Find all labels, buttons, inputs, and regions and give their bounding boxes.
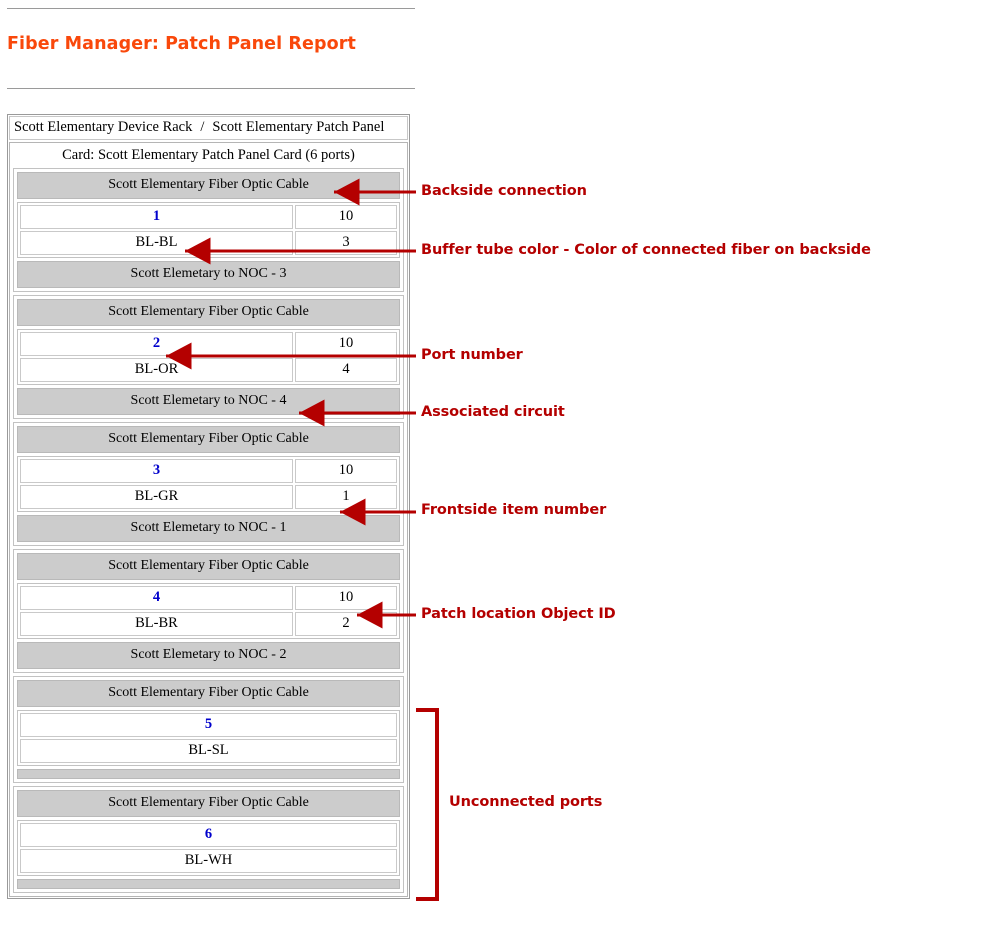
- port-number-value: 6: [204, 826, 213, 842]
- backside-cable-bar[interactable]: Scott Elementary Fiber Optic Cable: [17, 680, 400, 707]
- patch-location-object-id-cell[interactable]: 10: [295, 459, 397, 483]
- annotation-label-unconnected-ports: Unconnected ports: [449, 794, 603, 810]
- page-title: Fiber Manager: Patch Panel Report: [7, 34, 356, 54]
- card-title: Card: Scott Elementary Patch Panel Card …: [62, 147, 355, 163]
- backside-cable-bar[interactable]: Scott Elementary Fiber Optic Cable: [17, 426, 400, 453]
- port-number-cell[interactable]: 5: [20, 713, 397, 737]
- buffer-tube-color-cell[interactable]: BL-BL: [20, 231, 293, 255]
- port-number-cell[interactable]: 1: [20, 205, 293, 229]
- card-container: Card: Scott Elementary Patch Panel Card …: [9, 142, 408, 897]
- buffer-tube-color-cell[interactable]: BL-BR: [20, 612, 293, 636]
- port-detail-row: 2 10: [20, 332, 397, 356]
- associated-circuit-bar[interactable]: Scott Elemetary to NOC - 1: [17, 515, 400, 542]
- breadcrumb-separator: /: [200, 119, 205, 135]
- port-detail-row: 1 10: [20, 205, 397, 229]
- bracket-unconnected-ports: [416, 708, 439, 901]
- backside-cable-bar[interactable]: Scott Elementary Fiber Optic Cable: [17, 790, 400, 817]
- port-detail-row: 4 10: [20, 586, 397, 610]
- port-number-cell[interactable]: 2: [20, 332, 293, 356]
- breadcrumb-parent-rack[interactable]: Scott Elementary Device Rack: [14, 119, 193, 135]
- port-detail-row: 6: [20, 823, 397, 847]
- backside-cable-bar[interactable]: Scott Elementary Fiber Optic Cable: [17, 172, 400, 199]
- annotation-label-associated-circuit: Associated circuit: [421, 404, 565, 420]
- port-detail-row: BL-WH: [20, 849, 397, 873]
- port-number-value: 2: [152, 335, 161, 351]
- buffer-tube-color-cell[interactable]: BL-WH: [20, 849, 397, 873]
- annotation-label-port-number: Port number: [421, 347, 523, 363]
- port-number-value: 4: [152, 589, 161, 605]
- associated-circuit-bar[interactable]: Scott Elemetary to NOC - 4: [17, 388, 400, 415]
- annotation-label-backside-connection: Backside connection: [421, 183, 587, 199]
- empty-circuit-bar: [17, 769, 400, 779]
- breadcrumb-current-panel[interactable]: Scott Elementary Patch Panel: [212, 119, 385, 135]
- bottom-divider-rule: [7, 88, 415, 89]
- port-number-cell[interactable]: 3: [20, 459, 293, 483]
- patch-location-object-id-cell[interactable]: 10: [295, 205, 397, 229]
- buffer-tube-color-cell[interactable]: BL-GR: [20, 485, 293, 509]
- port-number-value: 3: [152, 462, 161, 478]
- buffer-tube-color-cell[interactable]: BL-SL: [20, 739, 397, 763]
- associated-circuit-bar[interactable]: Scott Elemetary to NOC - 2: [17, 642, 400, 669]
- port-number-value: 5: [204, 716, 213, 732]
- frontside-item-number-cell[interactable]: 4: [295, 358, 397, 382]
- patch-location-object-id-cell[interactable]: 10: [295, 586, 397, 610]
- port-detail-row: 3 10: [20, 459, 397, 483]
- breadcrumb[interactable]: Scott Elementary Device Rack / Scott Eleme…: [9, 116, 408, 140]
- backside-cable-bar[interactable]: Scott Elementary Fiber Optic Cable: [17, 553, 400, 580]
- patch-location-object-id-cell[interactable]: 10: [295, 332, 397, 356]
- buffer-tube-color-cell[interactable]: BL-OR: [20, 358, 293, 382]
- annotation-label-frontside-item-number: Frontside item number: [421, 502, 607, 518]
- empty-circuit-bar: [17, 879, 400, 889]
- frontside-item-number-cell[interactable]: 2: [295, 612, 397, 636]
- associated-circuit-bar[interactable]: Scott Elemetary to NOC - 3: [17, 261, 400, 288]
- backside-cable-bar[interactable]: Scott Elementary Fiber Optic Cable: [17, 299, 400, 326]
- top-divider-rule: [7, 8, 415, 9]
- port-number-cell[interactable]: 4: [20, 586, 293, 610]
- frontside-item-number-cell[interactable]: 1: [295, 485, 397, 509]
- port-detail-row: 5: [20, 713, 397, 737]
- patch-panel-report-box: Scott Elementary Device Rack / Scott Eleme…: [7, 114, 410, 899]
- annotation-label-patch-location-object-id: Patch location Object ID: [421, 606, 616, 622]
- port-number-cell[interactable]: 6: [20, 823, 397, 847]
- port-detail-row: BL-SL: [20, 739, 397, 763]
- frontside-item-number-cell[interactable]: 3: [295, 231, 397, 255]
- port-number-value: 1: [152, 208, 161, 224]
- annotation-label-buffer-tube-color: Buffer tube color - Color of connected f…: [421, 242, 871, 258]
